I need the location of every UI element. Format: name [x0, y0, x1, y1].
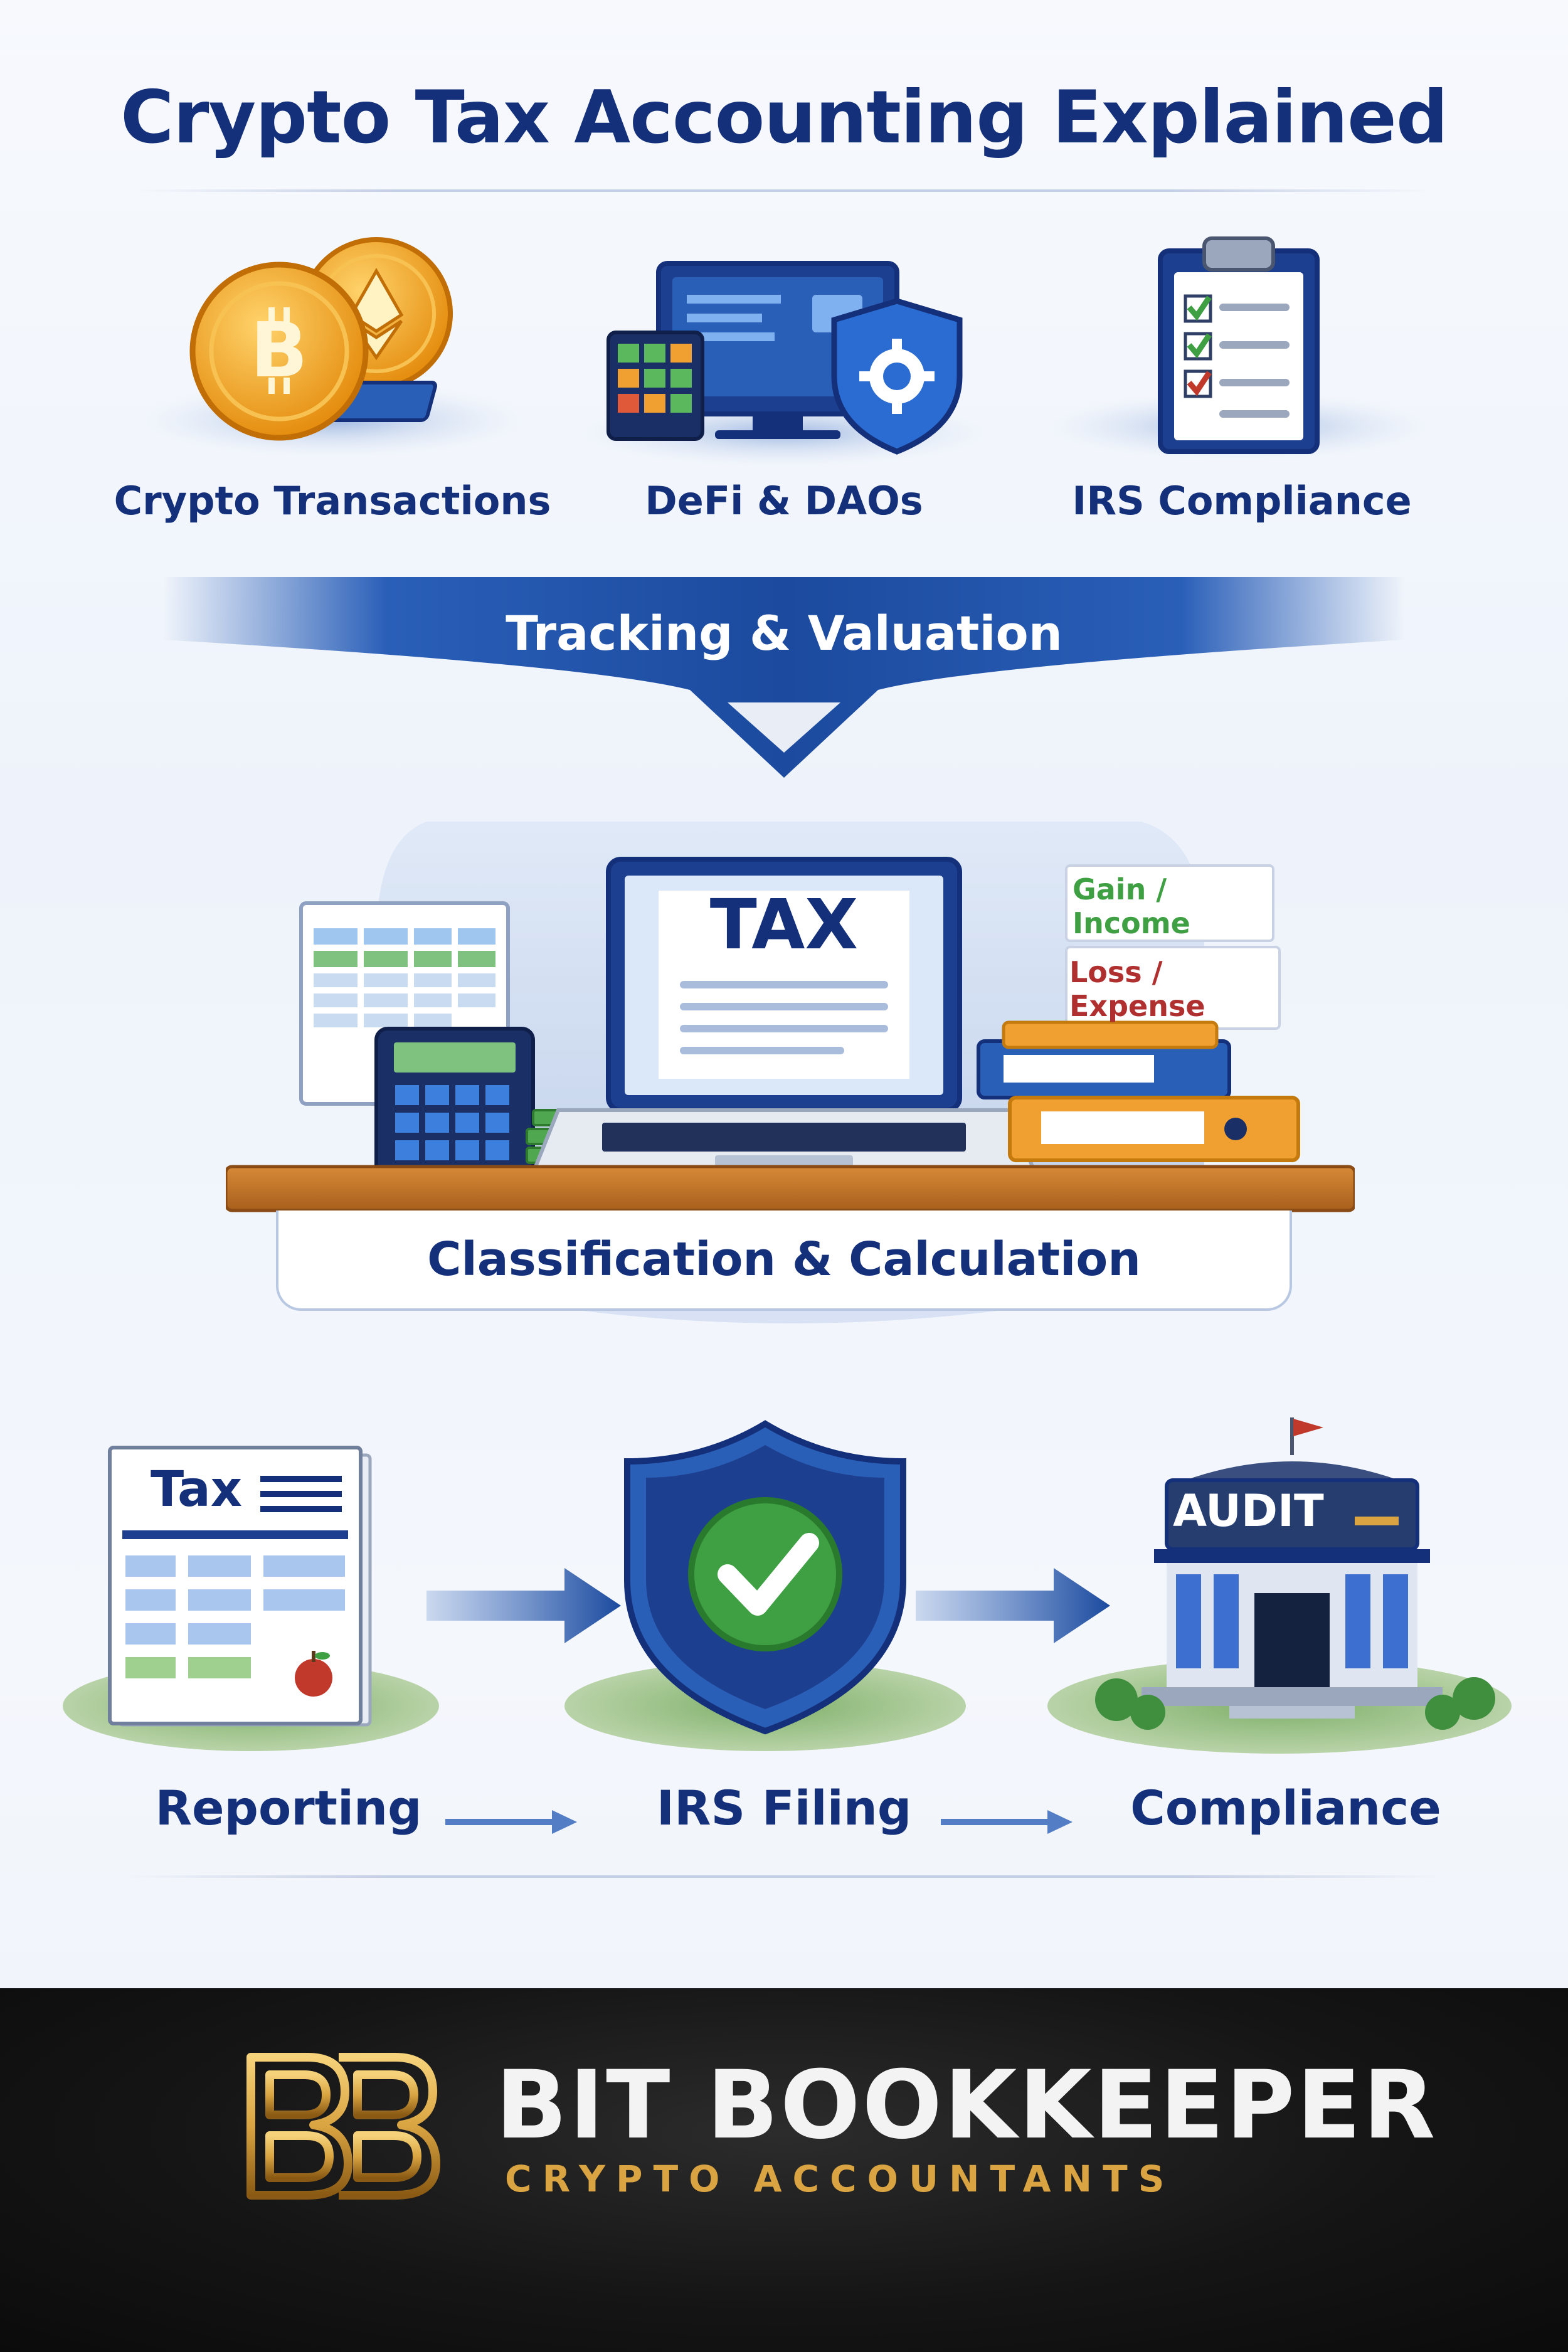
check-shield-icon [552, 1417, 978, 1756]
laptop-tax-text: TAX [709, 884, 859, 965]
arrow-right-icon [916, 1568, 1116, 1643]
brand-tagline: CRYPTO ACCOUNTANTS [505, 2158, 1175, 2200]
crypto-coins-icon: B [125, 232, 539, 470]
defi-shield-icon [564, 245, 1004, 470]
bb-monogram-icon [238, 2045, 452, 2208]
small-arrow-icon [941, 1806, 1079, 1838]
small-arrow-icon [445, 1806, 583, 1838]
arrow-right-icon [426, 1568, 627, 1643]
top-label-crypto-transactions: Crypto Transactions [114, 478, 551, 524]
gain-income-label: Gain / Income [1073, 872, 1190, 940]
audit-text: AUDIT [1173, 1485, 1324, 1537]
page-title: Crypto Tax Accounting Explained [120, 75, 1448, 160]
brand-footer [0, 1988, 1568, 2352]
loss-expense-label: Loss / Expense [1069, 955, 1205, 1023]
flow-divider [125, 1875, 1443, 1878]
title-divider [138, 189, 1430, 192]
svg-text:B: B [250, 307, 307, 395]
classification-calculation-label: Classification & Calculation [276, 1210, 1292, 1311]
top-label-irs-compliance: IRS Compliance [1072, 478, 1412, 524]
banner-label: Tracking & Valuation [506, 605, 1062, 661]
top-label-defi-daos: DeFi & DAOs [645, 478, 923, 524]
brand-name: BIT BOOKKEEPER [495, 2051, 1438, 2160]
audit-building-icon [1041, 1405, 1518, 1756]
tracking-banner [163, 571, 1405, 784]
desk-scene [226, 815, 1355, 1380]
tax-form-icon [63, 1430, 452, 1756]
checklist-clipboard-icon [1035, 226, 1443, 470]
tax-form-title: Tax [151, 1461, 243, 1518]
flow-label-reporting: Reporting [155, 1780, 422, 1836]
flow-label-irs-filing: IRS Filing [656, 1780, 912, 1836]
flow-label-compliance: Compliance [1130, 1780, 1441, 1836]
